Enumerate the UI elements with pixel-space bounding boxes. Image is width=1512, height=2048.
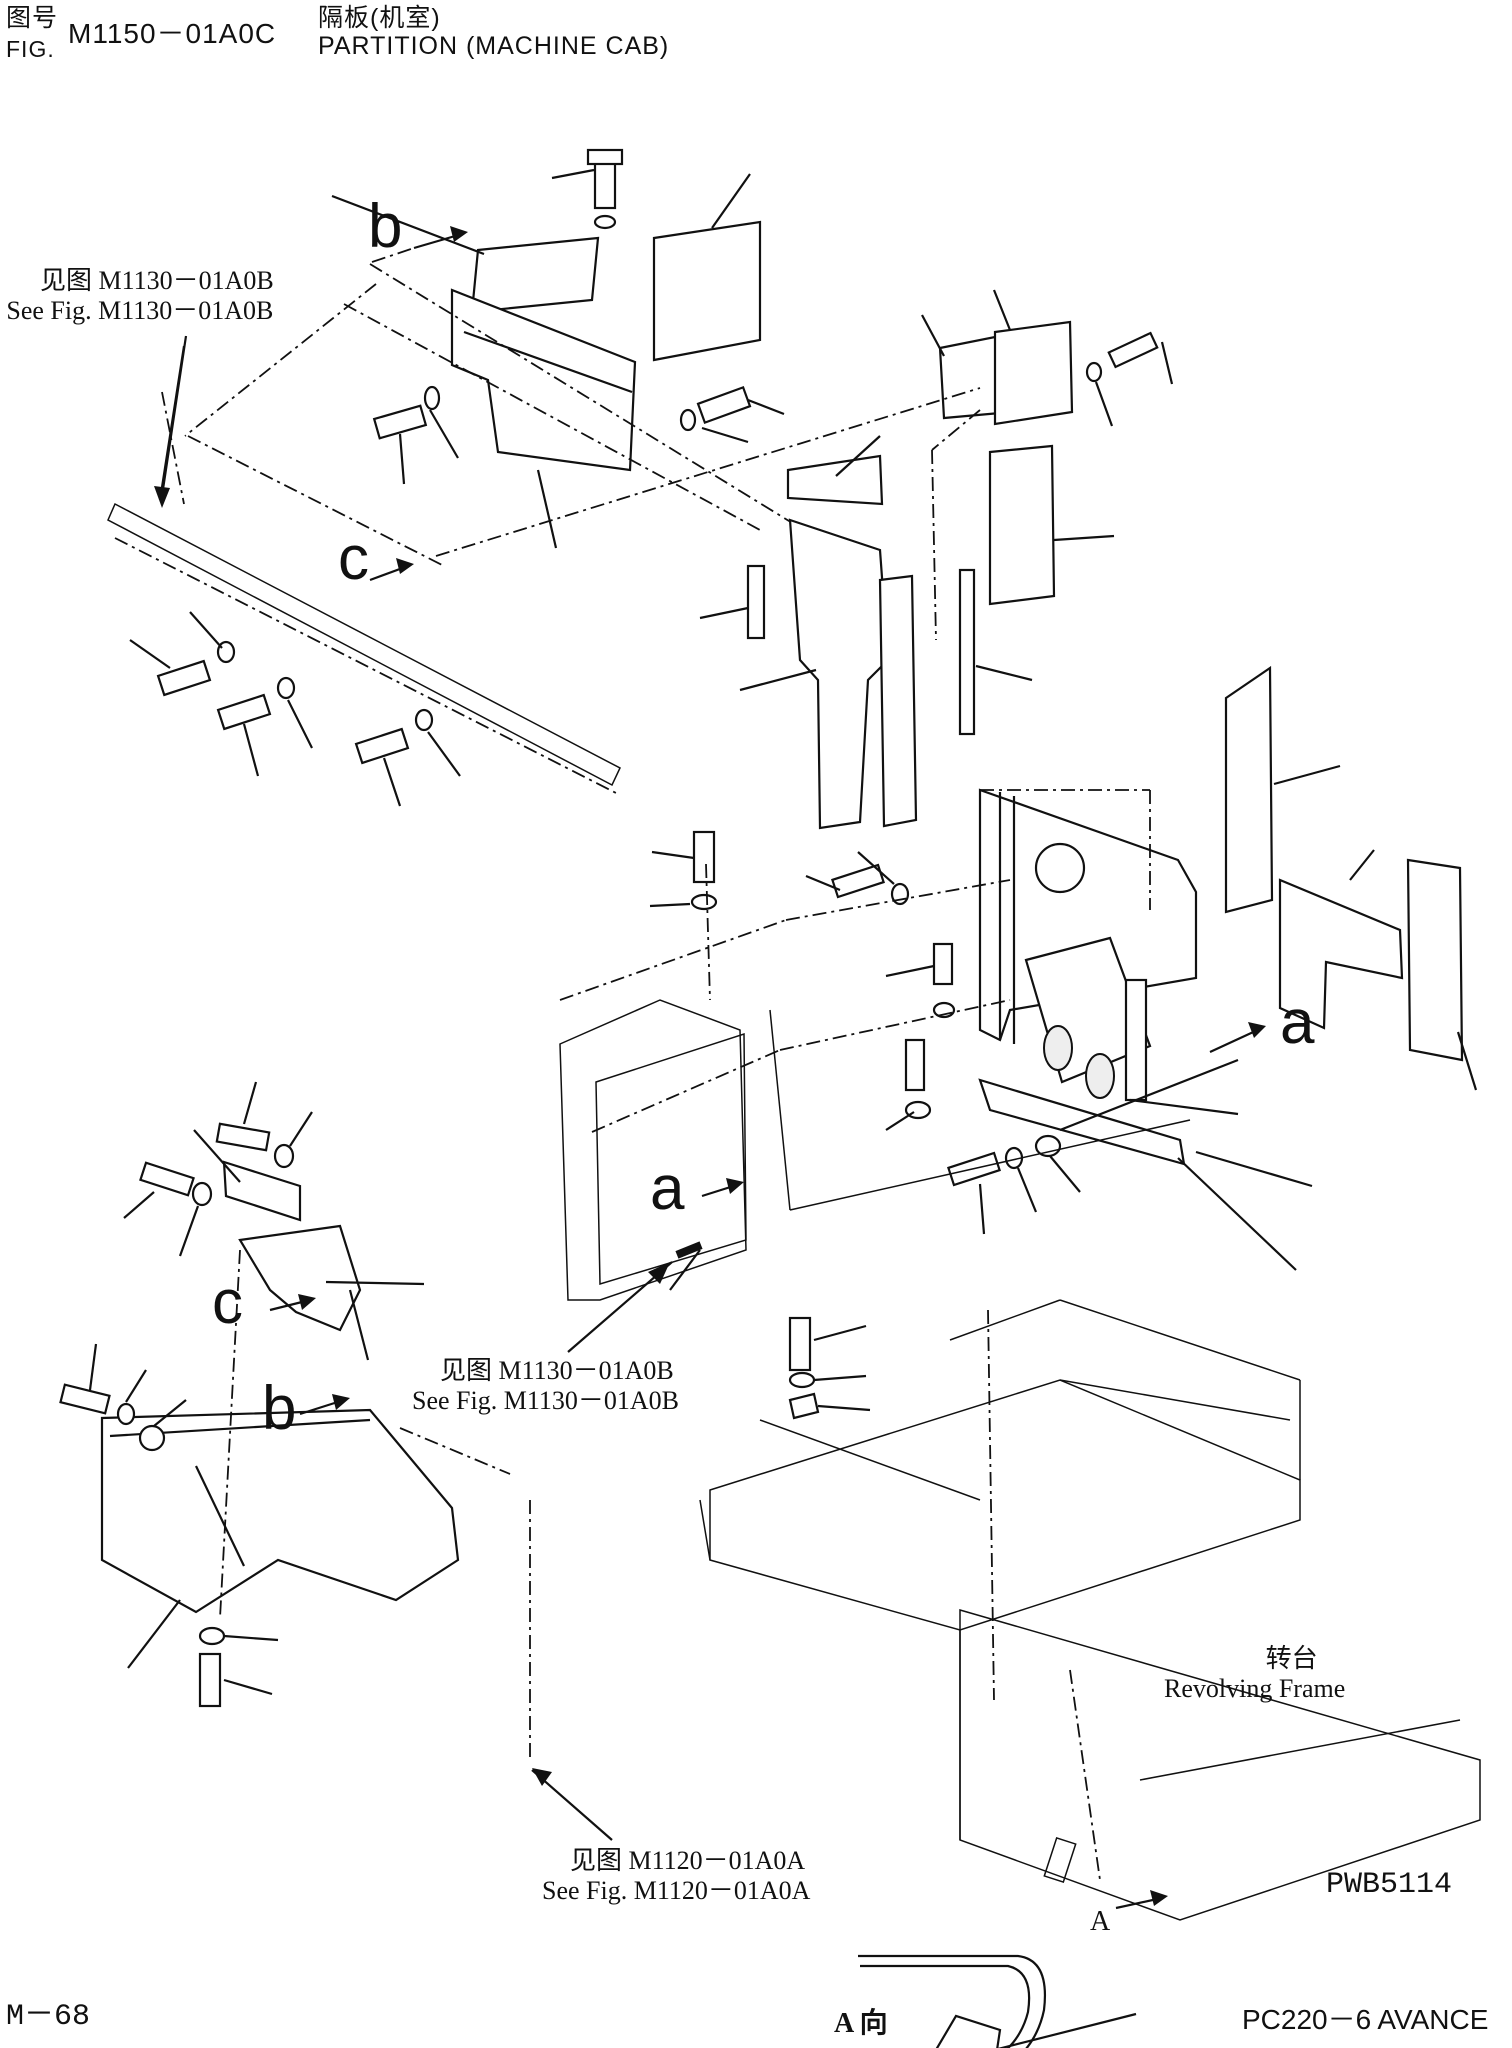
central-partitions bbox=[699, 409, 1115, 830]
mid-left-bolts bbox=[129, 611, 461, 807]
callout-arrows bbox=[269, 226, 1266, 1910]
ref-label-top-left-en: See Fig. M1130－01A0B bbox=[6, 295, 274, 325]
reference-leaders bbox=[154, 335, 673, 1841]
upper-right-brackets bbox=[921, 289, 1174, 427]
lower-center-bolts bbox=[788, 1316, 871, 1420]
upper-bolts bbox=[372, 148, 785, 485]
ref-label-top-left: 见图 M1130－01A0B See Fig. M1130－01A0B bbox=[6, 266, 274, 326]
ref-label-center-cn: 见图 M1130－01A0B bbox=[440, 1356, 674, 1385]
footer-page-number: M－68 bbox=[6, 2000, 91, 2034]
lower-left-cover bbox=[100, 1129, 511, 1669]
upper-partition-assembly bbox=[331, 173, 762, 549]
lower-left-bolts bbox=[59, 1081, 313, 1708]
ref-label-center-en: See Fig. M1130－01A0B bbox=[412, 1385, 679, 1415]
drawing-code: PWB5114 bbox=[1326, 1868, 1453, 1902]
title-en: PARTITION (MACHINE CAB) bbox=[318, 32, 670, 60]
ref-label-bottom-en: See Fig. M1120－01A0A bbox=[542, 1875, 811, 1905]
ref-label-top-left-cn: 见图 M1130－01A0B bbox=[40, 266, 274, 295]
view-a-arrow-label: A bbox=[1090, 1906, 1111, 1937]
callout-a-center: a bbox=[650, 1154, 685, 1223]
revolving-frame-label: 转台 Revolving Frame bbox=[1164, 1644, 1345, 1704]
cross-member-upper bbox=[107, 263, 981, 796]
fig-number: M1150－01A0C bbox=[68, 18, 277, 49]
callout-a-right: a bbox=[1280, 988, 1315, 1057]
callout-b-left: b bbox=[262, 1374, 297, 1443]
fig-label-en: FIG. bbox=[6, 36, 55, 62]
ref-label-center: 见图 M1130－01A0B See Fig. M1130－01A0B bbox=[412, 1356, 679, 1416]
main-cab-panel bbox=[978, 788, 1313, 1271]
revolving-frame-en: Revolving Frame bbox=[1164, 1673, 1346, 1703]
callout-c-left: c bbox=[212, 1268, 243, 1337]
title-cn: 隔板(机室) bbox=[318, 4, 441, 32]
view-a-detail bbox=[858, 1954, 1137, 2048]
fig-label-cn: 图号 bbox=[6, 4, 59, 32]
callout-c-mid: c bbox=[338, 524, 369, 593]
ref-label-bottom: 见图 M1120－01A0A See Fig. M1120－01A0A bbox=[542, 1846, 810, 1906]
right-padding-pieces bbox=[1224, 665, 1478, 1091]
footer-model: PC220－6 AVANCE bbox=[1242, 2004, 1489, 2035]
revolving-frame-outline bbox=[529, 1299, 1481, 1921]
callout-b-top: b bbox=[368, 192, 403, 261]
revolving-frame-cn: 转台 bbox=[1265, 1644, 1318, 1673]
center-bolts bbox=[649, 830, 1239, 1235]
ref-label-bottom-cn: 见图 M1120－01A0A bbox=[570, 1846, 806, 1875]
view-a-caption: A 向 bbox=[834, 2008, 888, 2039]
cab-door-frame bbox=[559, 863, 1191, 1301]
